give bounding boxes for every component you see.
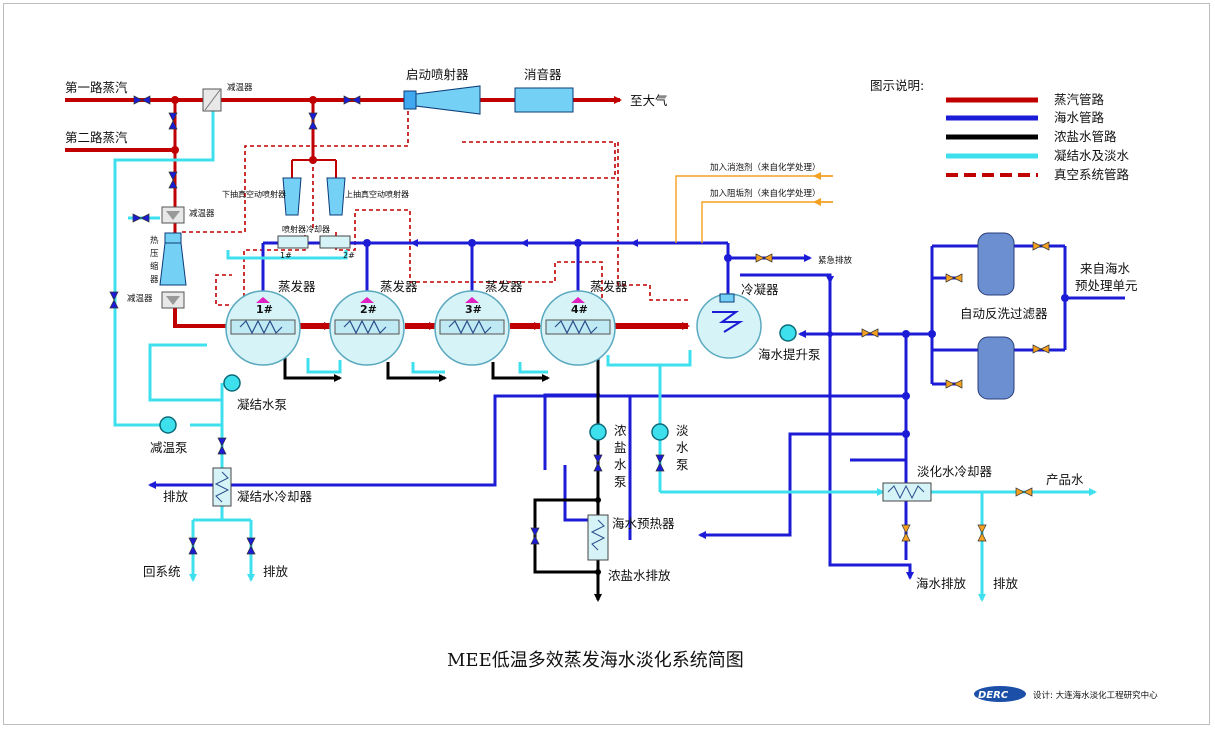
dosing-lines (675, 172, 833, 243)
legend-header: 图示说明: (870, 78, 924, 93)
vacuum-lines (180, 104, 690, 306)
label-desuperheater-low: 减温器 (127, 293, 153, 304)
label-seawater-preheater: 海水预热器 (612, 516, 675, 531)
steam-junction-dots (171, 96, 317, 164)
diagram-title: MEE低温多效蒸发海水淡化系统简图 (447, 650, 744, 671)
pumps (159, 324, 797, 441)
legend-label-seawater: 海水管路 (1054, 110, 1105, 125)
label-steam-1: 第一路蒸汽 (65, 80, 128, 95)
label-fresh-pump-1: 淡 (676, 423, 689, 438)
evaporator-4 (540, 290, 616, 366)
label-cooler-1: 1# (280, 251, 292, 260)
label-condenser: 冷凝器 (741, 282, 779, 297)
condenser (696, 293, 762, 359)
label-seawater-pump: 海水提升泵 (758, 347, 821, 362)
legend-label-vacuum: 真空系统管路 (1054, 167, 1130, 182)
label-drain-bottom: 排放 (263, 564, 289, 579)
label-return-system: 回系统 (143, 564, 181, 579)
label-brine-pump-1: 浓 (614, 423, 627, 438)
label-seawater-discharge: 海水排放 (916, 576, 967, 591)
evaporator-3 (434, 290, 510, 366)
evaporator-2 (329, 290, 405, 366)
legend-label-steam: 蒸汽管路 (1054, 92, 1105, 107)
condensate-cooler (212, 467, 232, 507)
label-effect-1: 1# (256, 303, 273, 316)
label-brine-pump-3: 水 (614, 457, 627, 472)
label-evaporator-4: 蒸发器 (590, 279, 628, 294)
diagram-frame (3, 3, 1210, 725)
label-fresh-pump-3: 泵 (676, 457, 689, 472)
label-auto-filter: 自动反洗过滤器 (960, 306, 1048, 321)
label-condensate-pump: 凝结水泵 (237, 397, 287, 412)
legend-label-brine: 浓盐水管路 (1054, 129, 1117, 144)
legend: 图示说明: 蒸汽管路 海水管路 浓盐水管路 凝结水及淡水 真空系统管路 (870, 78, 1130, 182)
designer-credit: 设计: 大连海水淡化工程研究中心 (1033, 690, 1158, 701)
valves (109, 95, 1050, 555)
label-evaporator-1: 蒸发器 (278, 279, 316, 294)
seawater-preheater (587, 514, 609, 561)
label-condensate-cooler: 凝结水冷却器 (237, 489, 313, 504)
label-brine-pump-4: 泵 (614, 474, 627, 489)
label-brine-discharge: 浓盐水排放 (608, 568, 671, 583)
label-silencer: 消音器 (524, 67, 562, 82)
label-sea-source-2: 预处理单元 (1075, 278, 1138, 293)
label-antifoam: 加入消泡剂（来自化学处理） (710, 162, 821, 173)
label-to-atmosphere: 至大气 (630, 93, 668, 108)
evaporator-1 (225, 290, 301, 366)
label-ejector-cooler: 喷射器冷却器 (282, 224, 330, 234)
label-sea-source-1: 来自海水 (1080, 261, 1131, 276)
label-thermo-4: 器 (150, 275, 159, 285)
desuperheater-mid (161, 206, 185, 224)
label-desuperheater-mid: 减温器 (189, 208, 215, 219)
auto-backwash-filters (977, 232, 1015, 400)
label-antiscalant: 加入阻垢剂（来自化学处理） (710, 188, 821, 199)
startup-ejector (403, 85, 481, 115)
label-desuper-pump: 减温泵 (150, 440, 188, 455)
label-desuperheater-top: 减温器 (227, 82, 253, 93)
label-evaporator-2: 蒸发器 (380, 279, 418, 294)
svg-text:DERC: DERC (978, 690, 1009, 701)
brine-lines (283, 355, 602, 602)
label-drain-right: 排放 (993, 576, 1019, 591)
desuperheater-low (161, 291, 185, 309)
fresh-water-cooler (882, 482, 932, 502)
label-fresh-pump-2: 水 (676, 440, 689, 455)
derc-logo: DERC (974, 686, 1026, 702)
vacuum-ejectors (277, 177, 351, 249)
label-product-water: 产品水 (1046, 472, 1084, 487)
desuperheater-top (202, 88, 222, 112)
label-lower-ejector: 下抽真空动喷射器 (222, 189, 286, 199)
label-effect-3: 3# (465, 303, 482, 316)
label-steam-2: 第二路蒸汽 (65, 130, 128, 145)
label-evaporator-3: 蒸发器 (485, 279, 523, 294)
label-startup-ejector: 启动喷射器 (406, 67, 469, 82)
thermo-compressor (159, 232, 187, 286)
silencer (514, 87, 574, 113)
label-thermo-1: 热 (150, 235, 159, 246)
label-upper-ejector: 上抽真空动喷射器 (345, 189, 409, 199)
brine-junction-dots (595, 497, 601, 575)
fresh-lines (113, 100, 1097, 602)
label-fresh-cooler: 淡化水冷却器 (917, 464, 993, 479)
label-effect-4: 4# (571, 303, 588, 316)
label-drain-left: 排放 (163, 489, 189, 504)
legend-label-fresh: 凝结水及淡水 (1054, 148, 1130, 163)
junction-dots (363, 239, 1069, 438)
label-emergency-drain: 紧急排放 (818, 255, 853, 266)
label-brine-pump-2: 盐 (614, 440, 627, 455)
label-thermo-2: 压 (150, 249, 159, 259)
label-cooler-2: 2# (343, 251, 355, 260)
labels: 第一路蒸汽 第二路蒸汽 减温器 启动喷射器 消音器 至大气 下抽真空动喷射器 上… (65, 67, 1138, 591)
label-thermo-3: 缩 (150, 261, 159, 272)
label-effect-2: 2# (360, 303, 377, 316)
